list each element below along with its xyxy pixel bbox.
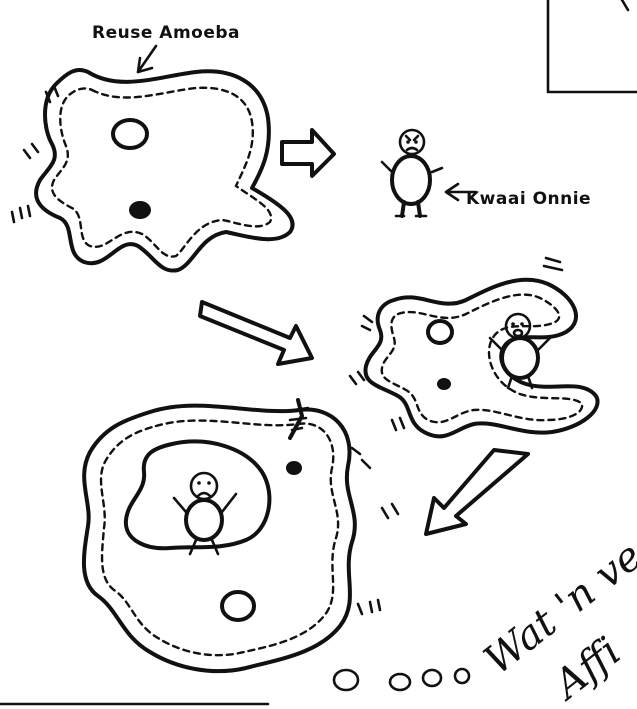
creature-crying: [174, 473, 236, 554]
amoeba-3-digesting: [84, 400, 398, 671]
arrow-diagonal-2: [426, 450, 528, 534]
amoeba-2-engulfing: [350, 258, 598, 436]
arrow-diagonal-1: [200, 302, 312, 364]
bubbles: [334, 669, 469, 690]
creature-label: Kwaai Onnie: [466, 189, 591, 209]
creature-small: [382, 130, 442, 216]
creature-engulfed: [490, 314, 552, 388]
amoeba-label-arrow: [138, 46, 156, 72]
amoeba-label: Reuse Amoeba: [92, 23, 240, 43]
amoeba-1: [12, 70, 293, 271]
arrow-right: [282, 130, 334, 176]
top-right-frame: [548, 0, 637, 92]
